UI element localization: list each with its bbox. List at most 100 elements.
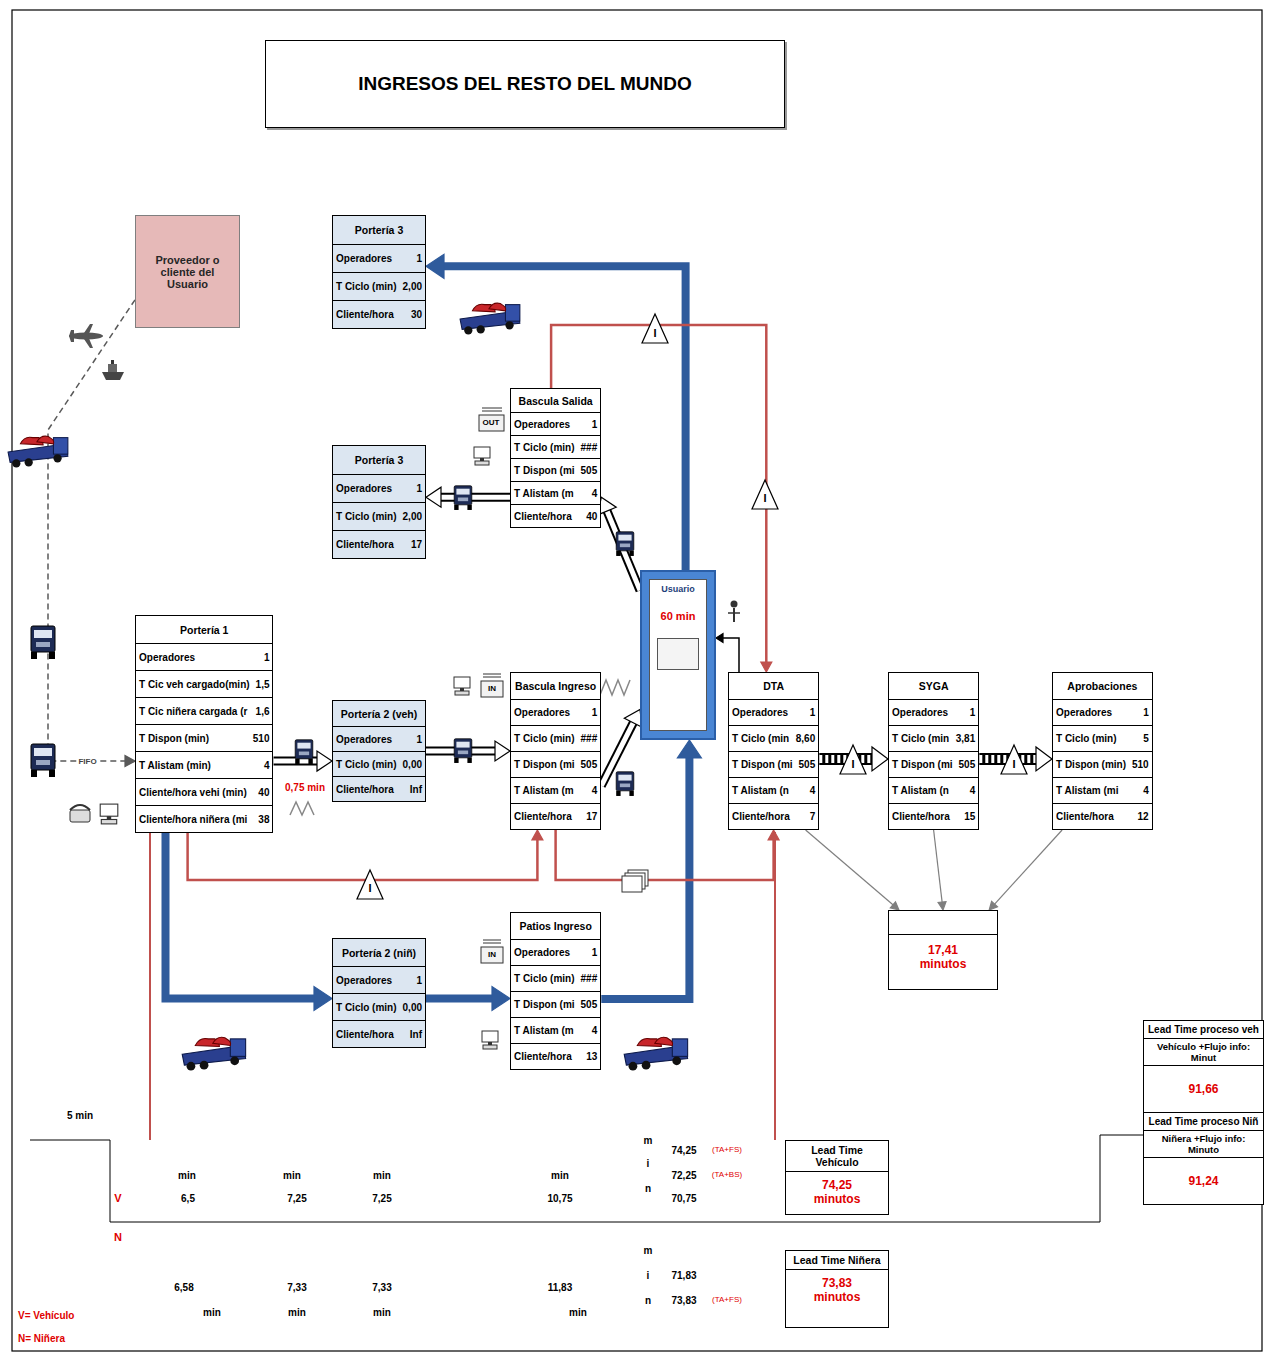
table-row: Cliente/hora40 <box>511 504 600 527</box>
row-label: Cliente/hora <box>336 539 394 550</box>
truck-icon <box>616 532 634 556</box>
row-value: 13 <box>586 1051 597 1062</box>
computer-icon <box>100 804 118 824</box>
table-row: Cliente/hora vehi (min)40 <box>136 778 272 805</box>
row-value: 505 <box>581 759 598 770</box>
timeline-note: (TA+BS) <box>712 1171 742 1180</box>
flow-line <box>48 300 135 761</box>
row-value: 17 <box>411 539 422 550</box>
computer-icon <box>482 1031 498 1049</box>
process-lead-time-box: Lead Time proceso vehVehículo +Flujo inf… <box>1143 1020 1264 1113</box>
row-label: Operadores <box>514 707 570 718</box>
table-row: Cliente/horaInf <box>333 1020 425 1047</box>
flow-arrow <box>806 830 899 910</box>
row-value: 2,00 <box>403 281 422 292</box>
row-label: T Ciclo (min) <box>336 281 397 292</box>
inventory-mark: I <box>368 882 371 894</box>
row-value: 7 <box>810 811 816 822</box>
timeline-unit: min <box>203 1307 221 1318</box>
timeline-value: 10,75 <box>547 1193 572 1204</box>
document-sheet <box>622 876 642 892</box>
phone-handset <box>70 805 90 810</box>
arrowhead <box>677 740 701 758</box>
process-lead-time-cell: Vehículo +Flujo info: Minut <box>1144 1039 1263 1066</box>
flow-arrow <box>989 830 1062 910</box>
scale-icon <box>290 802 314 815</box>
row-value: 1 <box>592 707 598 718</box>
timeline-unit: min <box>283 1170 301 1181</box>
row-value: ### <box>581 442 598 453</box>
row-value: 4 <box>264 760 270 771</box>
timeline-unit: min <box>288 1307 306 1318</box>
process-data-box: Bascula SalidaOperadores1T Ciclo (min)##… <box>510 388 601 528</box>
row-label: Operadores <box>336 483 392 494</box>
timeline-value: 6,5 <box>181 1193 195 1204</box>
row-label: T Ciclo (min) <box>1056 733 1117 744</box>
icon-caption: OUT <box>483 419 500 428</box>
document-icon <box>622 870 648 892</box>
row-label: T Ciclo (min) <box>514 973 575 984</box>
table-row: T Ciclo (min)0,00 <box>333 993 425 1020</box>
process-data-box: Portería 3Operadores1T Ciclo (min)2,00Cl… <box>332 445 426 559</box>
timeline-value: 7,33 <box>372 1282 391 1293</box>
page-frame <box>12 10 1262 1351</box>
row-value: 1 <box>264 652 270 663</box>
row-value: Inf <box>410 784 422 795</box>
arrowhead <box>125 756 135 767</box>
row-value: 510 <box>1132 759 1149 770</box>
tray-line <box>482 411 502 412</box>
inventory-mark: I <box>653 327 656 339</box>
leader-line <box>149 832 151 1140</box>
arrowhead <box>890 902 899 910</box>
timeline-value: 11,83 <box>548 1282 572 1293</box>
table-row: T Ciclo (min8,60 <box>729 725 818 751</box>
row-label: T Ciclo (min <box>892 733 949 744</box>
flow-arrow <box>426 254 686 570</box>
row-label: T Alistam (n <box>892 785 949 796</box>
flow-arrow <box>598 497 640 590</box>
lead-time-heading: Lead Time Vehículo <box>811 1144 863 1168</box>
table-heading-cell: Patios Ingreso <box>511 913 600 939</box>
car-carrier-icon <box>8 436 68 467</box>
phone-icon <box>70 805 90 822</box>
table-row: T Alistam (n4 <box>889 777 978 803</box>
truck-icon <box>454 486 472 510</box>
process-data-box: Patios IngresoOperadores1T Ciclo (min)##… <box>510 912 601 1070</box>
flow-line <box>994 830 1063 905</box>
leader-line <box>774 832 776 1140</box>
flow-line <box>188 833 538 880</box>
inventory-triangle <box>357 870 383 899</box>
box-heading: SYGA <box>919 680 949 692</box>
process-data-box: AprobacionesOperadores1T Ciclo (min)5T D… <box>1052 672 1153 830</box>
total-header-strip <box>889 911 997 935</box>
flow-line <box>426 995 496 1003</box>
inventory-mark: I <box>1012 758 1015 770</box>
process-lead-time-cell: Lead Time proceso veh <box>1144 1021 1263 1039</box>
timeline-value: 72,25 <box>671 1170 696 1181</box>
row-value: 8,60 <box>796 733 815 744</box>
timeline-unit: m <box>644 1135 653 1146</box>
timeline-note: (TA+FS) <box>712 1146 742 1155</box>
table-row: T Ciclo (min)0,00 <box>333 751 425 776</box>
row-label: T Ciclo (min) <box>336 1002 397 1013</box>
lead-time-value: 73,83 minutos <box>807 1276 867 1304</box>
arrowhead <box>495 741 510 761</box>
row-label: Cliente/hora <box>336 1029 394 1040</box>
flow-arrow <box>166 833 333 1011</box>
process-lead-time-text: Vehículo +Flujo info: Minut <box>1157 1041 1250 1063</box>
lead-time-box: Lead Time Vehículo74,25 minutos <box>785 1140 889 1215</box>
row-label: T Ciclo (min) <box>514 442 575 453</box>
table-row: Cliente/hora15 <box>889 803 978 829</box>
row-value: ### <box>581 733 598 744</box>
flow-arrow <box>556 830 780 880</box>
row-value: 505 <box>581 465 598 476</box>
table-row: Cliente/hora niñera (mi38 <box>136 805 272 832</box>
process-data-box: Portería 3Operadores1T Ciclo (min)2,00Cl… <box>332 215 426 329</box>
flow-arrow <box>48 300 135 767</box>
timeline-unit: min <box>569 1307 587 1318</box>
table-row: Cliente/horaInf <box>333 776 425 801</box>
supplier-text: Proveedor o cliente del Usuario <box>142 254 233 290</box>
user-panel: Usuario60 min <box>649 579 707 731</box>
table-row: T Dispon (mi505 <box>511 991 600 1017</box>
arrowhead <box>761 662 772 672</box>
